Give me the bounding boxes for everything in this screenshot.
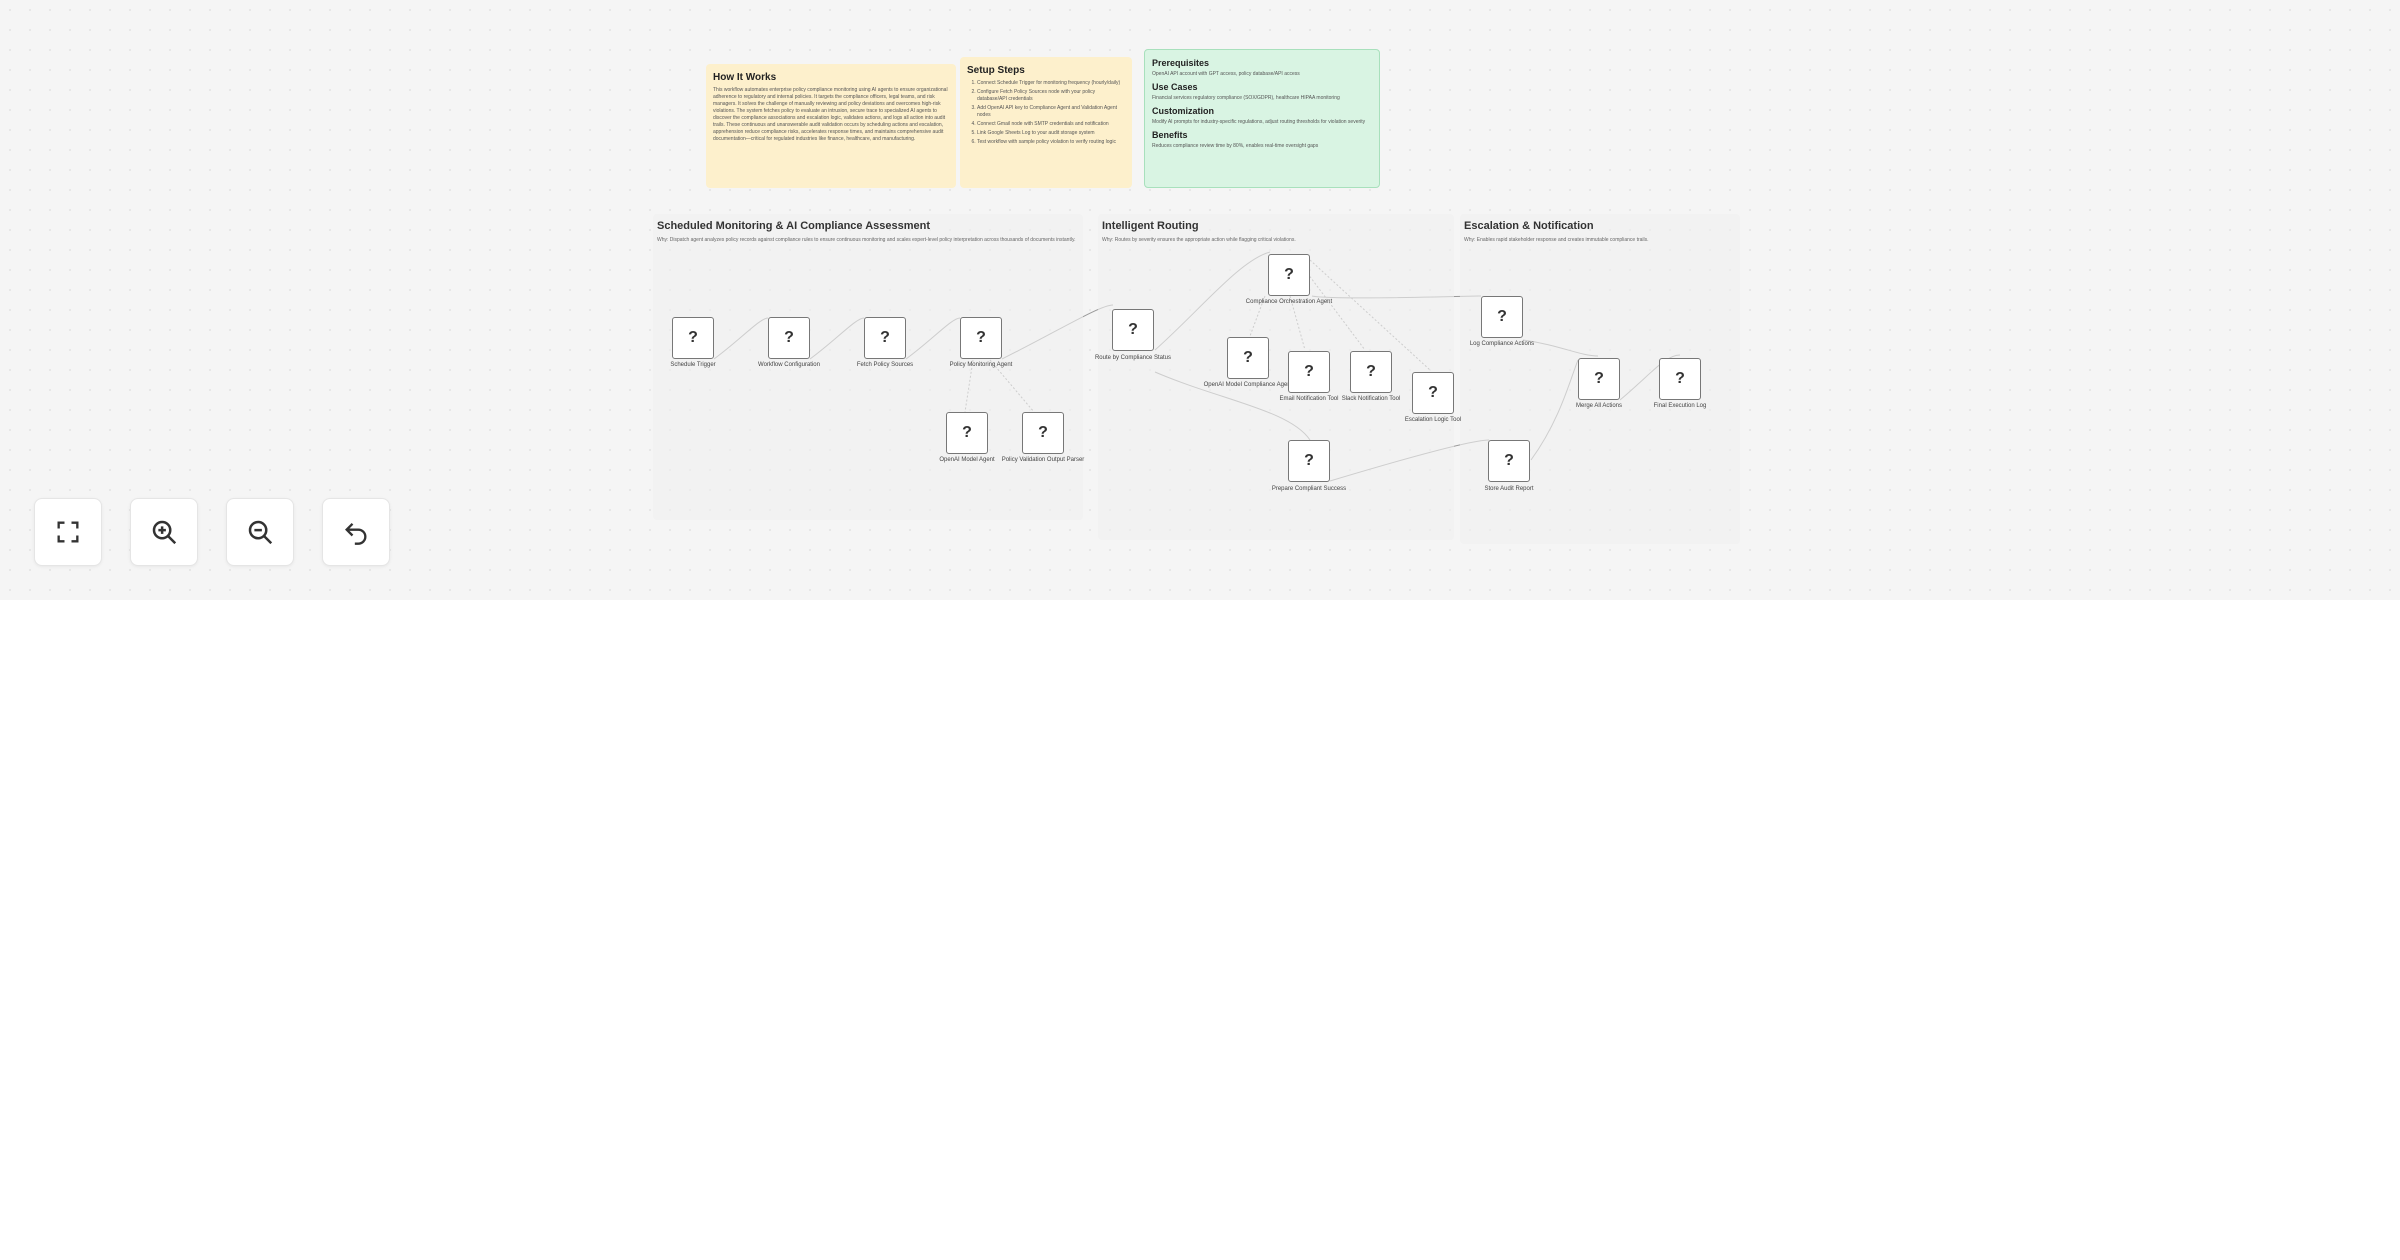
unknown-node-icon: ? [1284, 266, 1294, 283]
node-label: Policy Validation Output Parser [1001, 457, 1085, 463]
node-policy-monitoring-agent[interactable]: ? [960, 317, 1002, 359]
node-policy-validation-output-parser[interactable]: ? [1022, 412, 1064, 454]
node-label: Workflow Configuration [758, 362, 820, 368]
fit-view-icon [57, 521, 79, 543]
node-slack-notification-tool[interactable]: ? [1350, 351, 1392, 393]
node-fetch-policy-sources[interactable]: ? [864, 317, 906, 359]
unknown-node-icon: ? [880, 329, 890, 346]
setup-step: Add OpenAI API key to Compliance Agent a… [977, 105, 1125, 119]
node-label: Compliance Orchestration Agent [1245, 299, 1333, 305]
setup-step: Configure Fetch Policy Sources node with… [977, 89, 1125, 103]
node-label: Slack Notification Tool [1341, 396, 1401, 402]
sticky-body: This workflow automates enterprise polic… [713, 87, 948, 142]
setup-step: Connect Schedule Trigger for monitoring … [977, 80, 1125, 87]
node-label: Fetch Policy Sources [856, 362, 914, 368]
node-final-execution-log[interactable]: ? [1659, 358, 1701, 400]
node-compliance-orchestration-agent[interactable]: ? [1268, 254, 1310, 296]
workflow-canvas[interactable]: How It Works This workflow automates ent… [0, 0, 2400, 600]
unknown-node-icon: ? [688, 329, 698, 346]
node-label: OpenAI Model Compliance Agent [1203, 382, 1293, 388]
sticky-body: Financial services regulatory compliance… [1152, 95, 1340, 101]
node-label: Final Execution Log [1653, 403, 1707, 409]
unknown-node-icon: ? [1497, 308, 1507, 325]
unknown-node-icon: ? [1366, 363, 1376, 380]
zoom-out-button[interactable] [226, 498, 294, 566]
unknown-node-icon: ? [1504, 452, 1514, 469]
node-label: Email Notification Tool [1279, 396, 1339, 402]
unknown-node-icon: ? [1428, 384, 1438, 401]
unknown-node-icon: ? [1128, 321, 1138, 338]
unknown-node-icon: ? [1304, 452, 1314, 469]
group-title: Intelligent Routing [1102, 220, 1199, 232]
setup-step-list: Connect Schedule Trigger for monitoring … [967, 80, 1125, 146]
node-label: Route by Compliance Status [1094, 355, 1172, 361]
node-label: OpenAI Model Agent [939, 457, 995, 463]
setup-step: Connect Gmail node with SMTP credentials… [977, 121, 1125, 128]
node-label: Store Audit Report [1484, 486, 1534, 492]
unknown-node-icon: ? [1675, 370, 1685, 387]
sticky-title: Setup Steps [967, 65, 1025, 76]
node-escalation-logic-tool[interactable]: ? [1412, 372, 1454, 414]
node-label: Escalation Logic Tool [1404, 417, 1462, 423]
node-openai-model-agent[interactable]: ? [946, 412, 988, 454]
node-store-audit-report[interactable]: ? [1488, 440, 1530, 482]
setup-step: Link Google Sheets Log to your audit sto… [977, 130, 1125, 137]
node-label: Policy Monitoring Agent [949, 362, 1013, 368]
sticky-subtitle: Customization [1152, 106, 1214, 116]
setup-step: Test workflow with sample policy violati… [977, 139, 1125, 146]
undo-icon [345, 523, 367, 545]
group-description: Why: Dispatch agent analyzes policy reco… [657, 237, 1076, 243]
unknown-node-icon: ? [784, 329, 794, 346]
sticky-body: Reduces compliance review time by 80%, e… [1152, 143, 1319, 149]
group-monitoring[interactable]: Scheduled Monitoring & AI Compliance Ass… [653, 214, 1083, 520]
sticky-prerequisites[interactable]: Prerequisites OpenAI API account with GP… [1144, 49, 1380, 188]
sticky-body: Modify AI prompts for industry-specific … [1152, 119, 1366, 125]
unknown-node-icon: ? [1243, 349, 1253, 366]
sticky-title: How It Works [713, 72, 777, 83]
unknown-node-icon: ? [1594, 370, 1604, 387]
node-label: Prepare Compliant Success [1271, 486, 1347, 492]
unknown-node-icon: ? [962, 424, 972, 441]
zoom-out-icon [248, 520, 273, 545]
unknown-node-icon: ? [1304, 363, 1314, 380]
fit-view-button[interactable] [34, 498, 102, 566]
undo-button[interactable] [322, 498, 390, 566]
node-schedule-trigger[interactable]: ? [672, 317, 714, 359]
node-prepare-compliant-success[interactable]: ? [1288, 440, 1330, 482]
group-title: Scheduled Monitoring & AI Compliance Ass… [657, 220, 931, 232]
node-label: Schedule Trigger [670, 362, 716, 368]
group-description: Why: Enables rapid stakeholder response … [1464, 237, 1649, 243]
sticky-title: Prerequisites [1152, 58, 1210, 68]
unknown-node-icon: ? [976, 329, 986, 346]
node-workflow-configuration[interactable]: ? [768, 317, 810, 359]
sticky-subtitle: Benefits [1152, 130, 1188, 140]
node-email-notification-tool[interactable]: ? [1288, 351, 1330, 393]
group-description: Why: Routes by severity ensures the appr… [1102, 237, 1296, 243]
sticky-setup-steps[interactable]: Setup Steps Connect Schedule Trigger for… [960, 57, 1132, 188]
sticky-how-it-works[interactable]: How It Works This workflow automates ent… [706, 64, 956, 188]
sticky-subtitle: Use Cases [1152, 82, 1198, 92]
node-route-by-compliance-status[interactable]: ? [1112, 309, 1154, 351]
node-log-compliance-actions[interactable]: ? [1481, 296, 1523, 338]
group-title: Escalation & Notification [1464, 220, 1594, 232]
zoom-in-icon [152, 520, 177, 545]
zoom-in-button[interactable] [130, 498, 198, 566]
node-label: Log Compliance Actions [1469, 341, 1535, 347]
unknown-node-icon: ? [1038, 424, 1048, 441]
node-label: Merge All Actions [1575, 403, 1623, 409]
node-openai-model-compliance-agent[interactable]: ? [1227, 337, 1269, 379]
node-merge-all-actions[interactable]: ? [1578, 358, 1620, 400]
sticky-body: OpenAI API account with GPT access, poli… [1152, 71, 1300, 77]
